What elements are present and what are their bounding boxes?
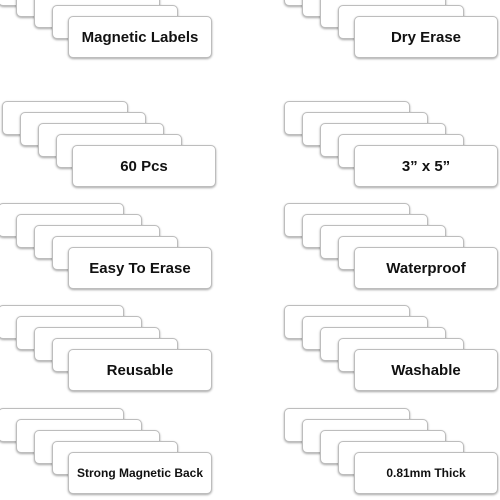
feature-label: Dry Erase (354, 16, 498, 58)
feature-label: Reusable (68, 349, 212, 391)
label-stack-waterproof: Waterproof (284, 203, 500, 295)
label-stack-thickness: 0.81mm Thick (284, 408, 500, 500)
label-stack-magnetic-labels: Magnetic Labels (0, 0, 214, 64)
feature-label: 0.81mm Thick (354, 452, 498, 494)
feature-label: Strong Magnetic Back (68, 452, 212, 494)
feature-label: 60 Pcs (72, 145, 216, 187)
label-stack-reusable: Reusable (0, 305, 214, 397)
label-stack-strong-magnetic-back: Strong Magnetic Back (0, 408, 214, 500)
label-stack-dry-erase: Dry Erase (284, 0, 500, 64)
feature-label: 3” x 5” (354, 145, 498, 187)
label-stack-washable: Washable (284, 305, 500, 397)
feature-label: Magnetic Labels (68, 16, 212, 58)
feature-label: Waterproof (354, 247, 498, 289)
label-stack-size: 3” x 5” (284, 101, 500, 193)
feature-label: Easy To Erase (68, 247, 212, 289)
label-stack-60-pcs: 60 Pcs (2, 101, 218, 193)
feature-label: Washable (354, 349, 498, 391)
label-stack-easy-to-erase: Easy To Erase (0, 203, 214, 295)
